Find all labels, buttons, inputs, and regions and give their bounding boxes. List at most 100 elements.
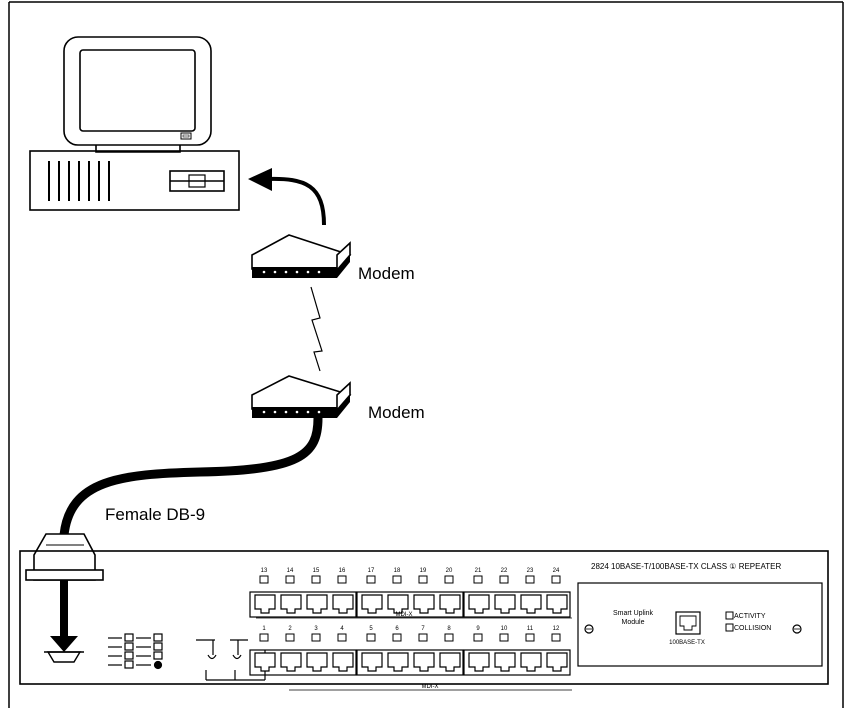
top-port-group [463,591,571,618]
bottom-port-number: 7 [421,626,425,632]
led-icon [311,633,321,642]
led-icon [473,633,483,642]
bottom-port-group [356,649,464,676]
bottom-port-number: 11 [527,626,534,632]
led-icon [473,575,483,584]
activity-label: ACTIVITY [734,613,766,620]
led-icon [285,575,295,584]
top-port-number: 13 [261,568,268,574]
led-icon [285,633,295,642]
bottom-port-number: 3 [314,626,318,632]
bottom-port-group [463,649,571,676]
rj45-port-icon [494,594,516,614]
rj45-port-icon [361,652,383,672]
page-frame [8,1,844,708]
bottom-port-number: 8 [447,626,451,632]
rj45-port-icon [280,652,302,672]
top-port-group [249,591,357,618]
bottom-port-number: 10 [501,626,508,632]
rj45-port-icon [468,652,490,672]
top-port-number: 19 [420,568,427,574]
rj45-port-icon [306,594,328,614]
top-port-number: 22 [501,568,508,574]
led-icon [337,633,347,642]
modem-icon [251,234,352,278]
top-port-number: 24 [553,568,560,574]
rj45-port-icon [332,652,354,672]
top-port-group [356,591,464,618]
computer-case-icon [29,150,240,211]
rj45-port-icon [387,652,409,672]
rj45-port-icon [254,652,276,672]
module-title: Smart Uplink [613,610,654,617]
repeater-title: 2824 10BASE-T/100BASE-TX CLASS ① REPEATE… [591,562,781,571]
rj45-port-icon [413,594,435,614]
rj45-port-icon [387,594,409,614]
collision-label: COLLISION [734,625,771,632]
led-icon [366,575,376,584]
db9-connector-icon [25,533,104,581]
bottom-mdi-label: MDI-X [422,684,439,690]
bottom-port-number: 4 [340,626,344,632]
arrow-to-computer [248,168,326,226]
led-icon [551,633,561,642]
led-icon [525,575,535,584]
top-mdi-label: MDI-X [396,612,413,618]
led-icon [418,633,428,642]
uplink-module [577,582,823,667]
rj45-port-icon [413,652,435,672]
rj45-port-icon [439,594,461,614]
top-port-number: 23 [527,568,534,574]
led-icon [259,633,269,642]
rj45-port-icon [332,594,354,614]
bottom-port-number: 9 [476,626,480,632]
rj45-port-icon [675,611,701,635]
rj45-port-icon [546,652,568,672]
led-icon [725,611,734,632]
connector-label: Female DB-9 [105,505,206,524]
mdi-brackets [256,617,572,691]
led-icon [551,575,561,584]
modem-top-label: Modem [358,264,415,283]
led-icon [392,633,402,642]
top-port-number: 15 [313,568,320,574]
top-port-number: 18 [394,568,401,574]
top-port-number: 20 [446,568,453,574]
rj45-port-icon [546,594,568,614]
led-icon [525,633,535,642]
top-port-number: 14 [287,568,294,574]
rj45-port-icon [280,594,302,614]
status-leds [108,633,163,670]
rj45-port-icon [361,594,383,614]
led-icon [444,575,454,584]
top-port-number: 16 [339,568,346,574]
wireless-link [310,286,323,372]
bottom-port-number: 12 [553,626,560,632]
led-icon [259,575,269,584]
bottom-port-number: 5 [369,626,373,632]
bottom-port-number: 1 [262,626,266,632]
led-icon [311,575,321,584]
bottom-port-group [249,649,357,676]
led-icon [392,575,402,584]
modem-icon [251,375,352,418]
serial-cable-icon [59,413,323,540]
rj45-port-icon [520,594,542,614]
module-subtitle: Module [622,619,645,626]
bottom-port-number: 6 [395,626,399,632]
bottom-port-number: 2 [288,626,292,632]
led-icon [418,575,428,584]
led-icon [366,633,376,642]
rj45-port-icon [439,652,461,672]
rj45-port-icon [494,652,516,672]
led-icon [499,575,509,584]
console-arrow [44,580,84,663]
led-icon [499,633,509,642]
rj45-port-icon [254,594,276,614]
rj45-port-icon [520,652,542,672]
repeater-chassis [19,550,829,685]
led-icon [337,575,347,584]
rj45-port-icon [468,594,490,614]
